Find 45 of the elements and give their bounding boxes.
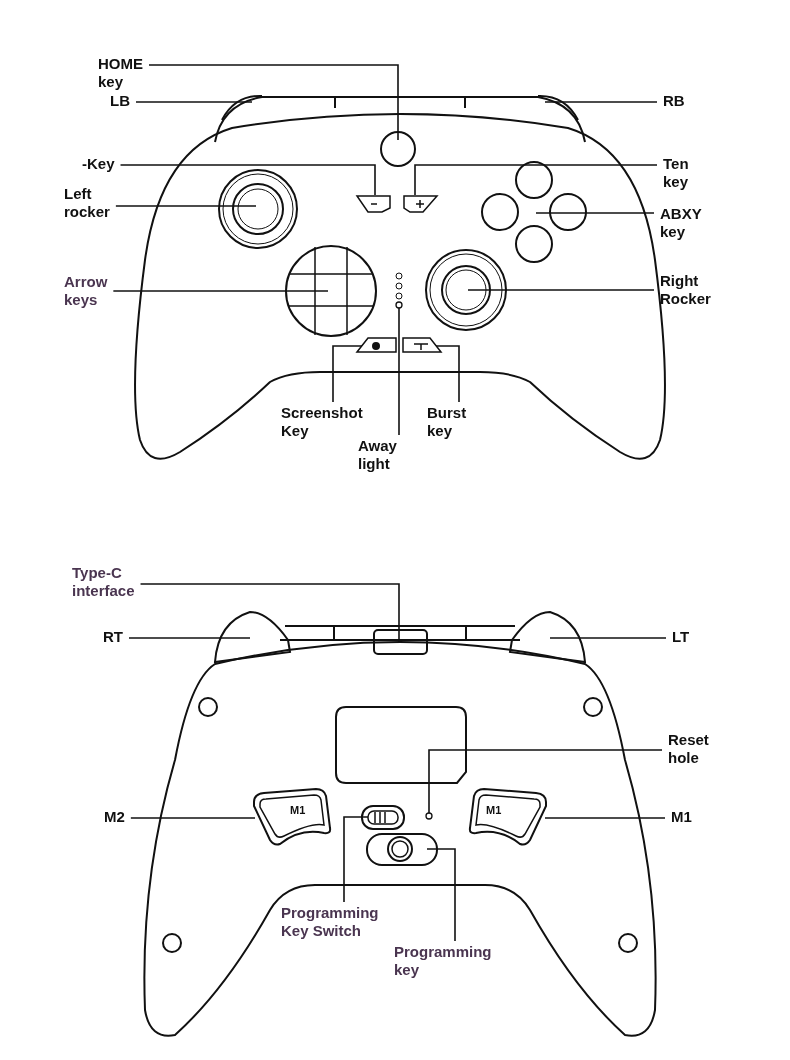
- leader-line: [467, 289, 655, 291]
- leader-line: [130, 817, 256, 819]
- leader-line: [398, 307, 400, 436]
- callout-label: RB: [663, 92, 686, 110]
- callout-label: LT: [672, 628, 691, 646]
- leader-line: [544, 817, 666, 819]
- leader-line: [343, 816, 369, 903]
- paddle-button: [468, 788, 550, 846]
- callout-label: -Key: [82, 155, 116, 173]
- leader-line: [544, 101, 658, 103]
- callout-label: Reset hole: [668, 731, 710, 767]
- paddle-button: [250, 788, 332, 846]
- callout-label: M2: [104, 808, 126, 826]
- leader-line: [135, 101, 253, 103]
- leader-line: [428, 749, 663, 814]
- leader-line: [535, 212, 655, 214]
- callout-label: RT: [103, 628, 124, 646]
- callout-label: Left rocker: [64, 185, 111, 221]
- leader-line: [112, 290, 329, 292]
- leader-line: [549, 637, 667, 639]
- paddle-label: M1: [486, 804, 502, 816]
- callout-label: Arrow keys: [64, 273, 109, 309]
- leader-line: [332, 345, 363, 403]
- callout-label: Type-C interface: [72, 564, 136, 600]
- callout-label: Programming Key Switch: [281, 904, 380, 940]
- indicator-light: [395, 301, 403, 309]
- callout-label: Ten key: [663, 155, 690, 191]
- paddle-label: M1: [290, 804, 306, 816]
- callout-label: ABXY key: [660, 205, 703, 241]
- callout-label: Programming key: [394, 943, 493, 979]
- leader-line: [426, 848, 456, 942]
- callout-label: LB: [110, 92, 131, 110]
- reset-hole: [425, 812, 433, 820]
- callout-label: Screenshot Key: [281, 404, 364, 440]
- callout-label: M1: [671, 808, 693, 826]
- callout-label: Right Rocker: [660, 272, 712, 308]
- leader-line: [435, 345, 460, 403]
- callout-label: Away light: [358, 437, 398, 473]
- leader-line: [414, 164, 658, 196]
- leader-line: [128, 637, 251, 639]
- leader-line: [115, 205, 257, 207]
- callout-label: HOME key: [98, 55, 144, 91]
- leader-line: [119, 164, 376, 196]
- leader-line: [148, 64, 399, 141]
- callout-label: Burst key: [427, 404, 468, 440]
